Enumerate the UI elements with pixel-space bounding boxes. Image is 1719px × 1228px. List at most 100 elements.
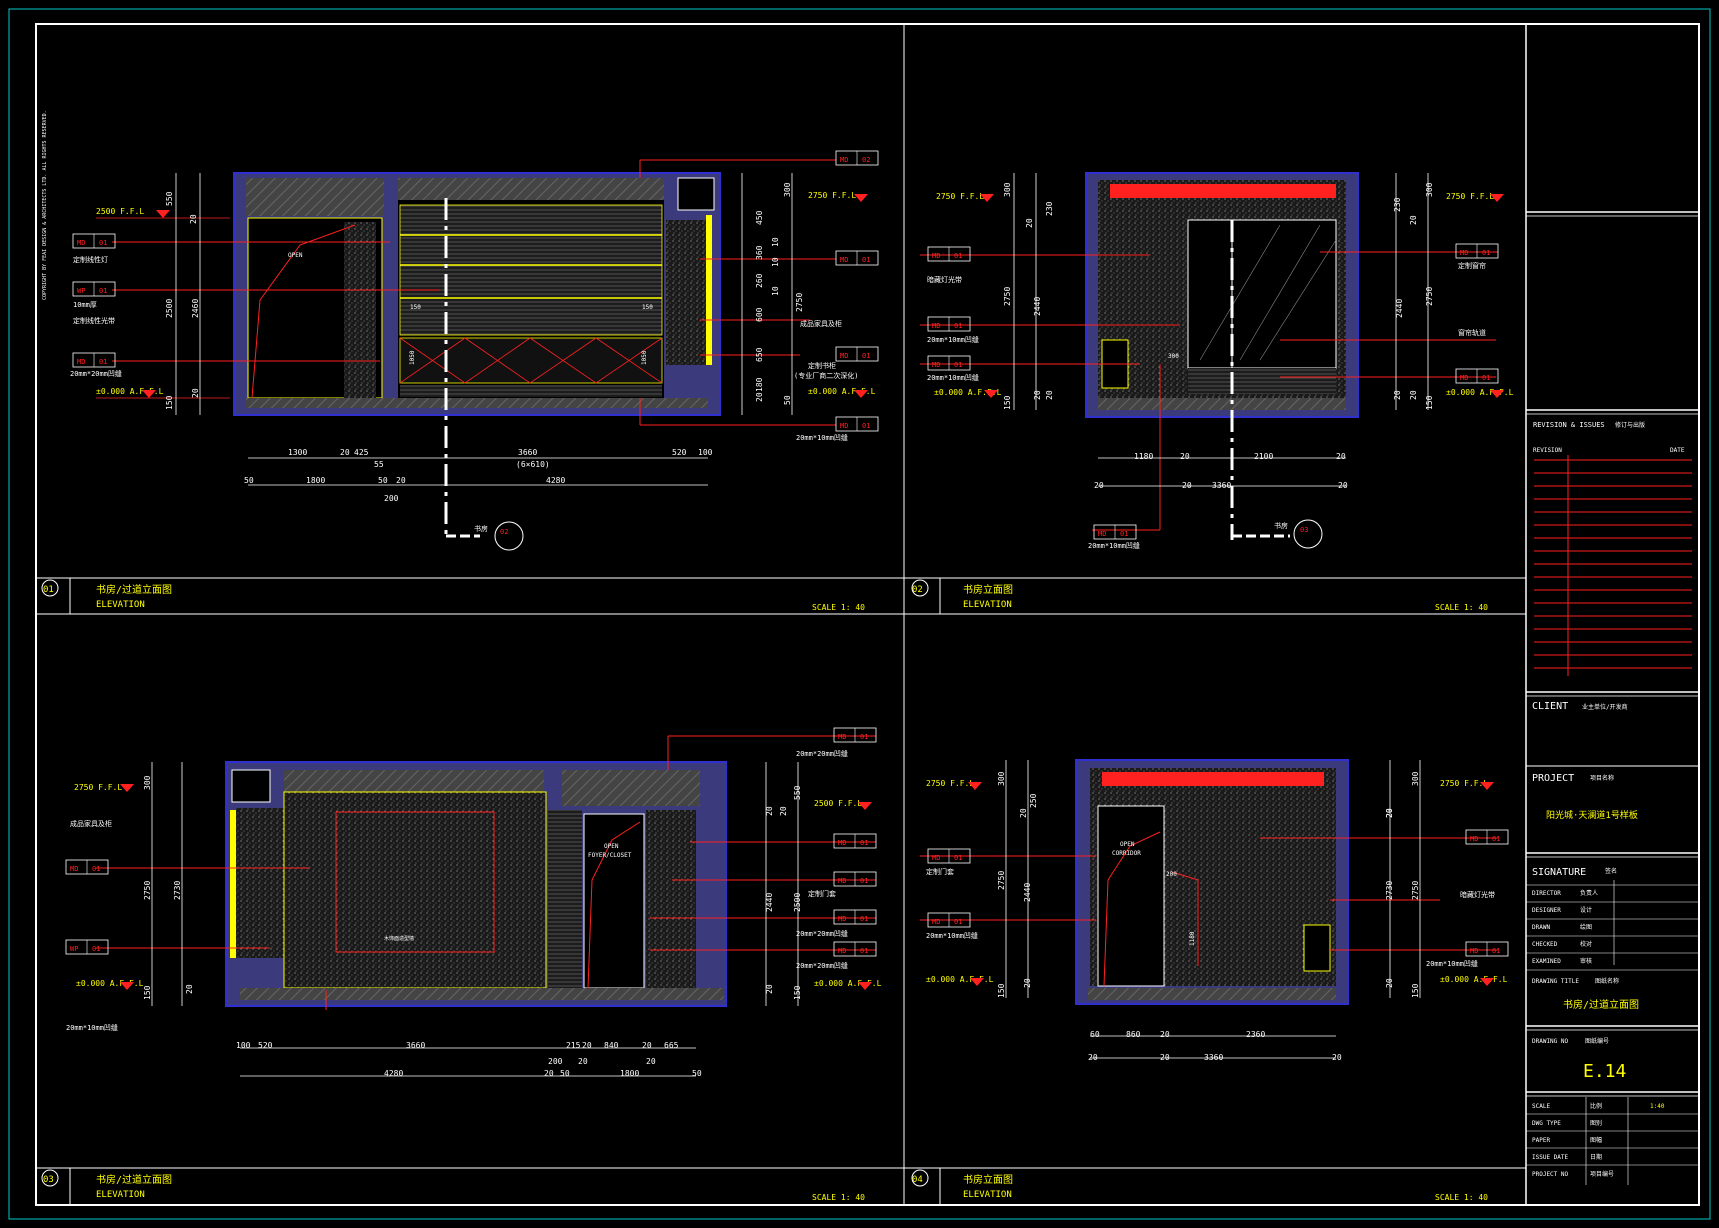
project-label: PROJECT <box>1532 773 1574 784</box>
signature-role-cn: 绘图 <box>1580 923 1592 931</box>
v03-foyer-label: FOYER/CLOSET <box>588 852 632 859</box>
v01-dim-bottom-2: 50 <box>244 476 254 485</box>
v01-note-8: 150 <box>410 304 421 311</box>
v02-dim-right: 230 <box>1393 197 1402 212</box>
signature-note: 签名 <box>1605 867 1617 875</box>
v02-dim-left: 20 <box>1045 390 1054 400</box>
v02-title-cn: 书房立面图 <box>963 583 1013 596</box>
v02-dim-bottom: 20 <box>1336 452 1346 461</box>
v04-level-top: 2750 F.F.L <box>926 779 974 788</box>
v01-dim-bottom: 425 <box>354 448 369 457</box>
material-tag-code: MD <box>932 918 940 926</box>
v02-dim-left: 20 <box>1025 218 1034 228</box>
material-tag-num: 01 <box>1492 835 1500 843</box>
material-tag-code: MD <box>77 358 85 366</box>
material-tag-num: 01 <box>860 915 868 923</box>
v03-panel-label: 木饰面造型墙 <box>384 935 414 942</box>
material-tag-code: MD <box>840 422 848 430</box>
date-col: DATE <box>1670 447 1685 454</box>
v03-dim-bottom-2: 4280 <box>384 1069 403 1078</box>
signature-role-cn: 校对 <box>1580 940 1592 948</box>
v03-dim-bottom: 3660 <box>406 1041 425 1050</box>
v03-dim-bottom: 100 <box>236 1041 251 1050</box>
v02-note-3: 定制窗帘 <box>1458 261 1486 270</box>
revision-table-lines <box>1534 455 1692 676</box>
v02-scale: SCALE 1: 40 <box>1435 603 1488 612</box>
v01-level-bottom-right: ±0.000 A.F.F.L <box>808 387 876 396</box>
v04-dim-left: 2750 <box>997 871 1006 890</box>
v02-dim-right: 300 <box>1425 182 1434 197</box>
v01-level-bottom: ±0.000 A.F.F.L <box>96 387 164 396</box>
v01-note-11: 1050 <box>641 350 648 365</box>
v03-dim-bottom: 20 <box>642 1041 652 1050</box>
material-tag-num: 01 <box>1492 947 1500 955</box>
outer-border <box>8 8 1711 1220</box>
v04-dim-left: 2440 <box>1023 883 1032 902</box>
drawing-title-note: 图纸名称 <box>1595 977 1619 985</box>
v04-dim-bottom-2: 20 <box>1160 1053 1170 1062</box>
v03-dim-bottom-2: 1800 <box>620 1069 639 1078</box>
v01-note-4: 成品家具及柜 <box>800 319 842 328</box>
v01-dim-left: 20 <box>191 388 200 398</box>
meta-cn: 项目编号 <box>1590 1170 1614 1178</box>
material-tag-num: 01 <box>954 252 962 260</box>
v02-dim-left: 20 <box>1033 390 1042 400</box>
v03-dim-bottom-2: 50 <box>560 1069 570 1078</box>
drawing-no-note: 图纸编号 <box>1585 1037 1609 1045</box>
drawing-title: 书房/过道立面图 <box>1563 998 1639 1011</box>
v03-dim-right: 20 <box>765 806 774 816</box>
v03-dim-bottom-2: 50 <box>692 1069 702 1078</box>
v03-dim-bottom-mid: 20 <box>646 1057 656 1066</box>
v03-dim-left: 2730 <box>173 881 182 900</box>
v02-dim-bottom-2: 3360 <box>1212 481 1231 490</box>
meta-label: PAPER <box>1532 1137 1550 1144</box>
v02-dim-right: 20 <box>1409 215 1418 225</box>
v03-title-cn: 书房/过道立面图 <box>96 1173 172 1186</box>
v02-level-top: 2750 F.F.L <box>936 192 984 201</box>
signature-role-cn: 审核 <box>1580 957 1592 965</box>
v03-dim-bottom: 665 <box>664 1041 679 1050</box>
v01-dim-bottom: 3660 <box>518 448 537 457</box>
v03-dim-bottom-mid: 20 <box>578 1057 588 1066</box>
v03-title-en: ELEVATION <box>96 1190 145 1200</box>
v04-dim-left: 300 <box>997 771 1006 786</box>
material-tag-num: 01 <box>862 256 870 264</box>
v03-dim-bottom: 840 <box>604 1041 619 1050</box>
v03-number: 03 <box>43 1175 54 1185</box>
material-tag-num: 01 <box>99 239 107 247</box>
material-tag-num: 01 <box>954 854 962 862</box>
v04-dim-bottom-2: 3360 <box>1204 1053 1223 1062</box>
v01-dim-right: 2750 <box>795 293 804 312</box>
v03-note-1: 成品家具及柜 <box>70 819 112 828</box>
v03-note-3: 定制门套 <box>808 889 836 898</box>
material-tag-num: 01 <box>954 361 962 369</box>
v02-dim-bottom-2: 20 <box>1094 481 1104 490</box>
v04-title-cn: 书房立面图 <box>963 1173 1013 1186</box>
v04-dim-right: 300 <box>1411 771 1420 786</box>
material-tag-code: MD <box>1460 249 1468 257</box>
v04-dim-left: 150 <box>997 983 1006 998</box>
v01-dim-right: 20 <box>755 392 764 402</box>
v04-note-0: 定制门套 <box>926 867 954 876</box>
v02-section-tag: 书房 <box>1274 521 1288 530</box>
v01-scale: SCALE 1: 40 <box>812 603 865 612</box>
v01-note-6: (专业厂商二次深化) <box>794 371 858 380</box>
v04-title-en: ELEVATION <box>963 1190 1012 1200</box>
v01-note-1: 10mm厚 <box>73 301 97 309</box>
client-note: 业主单位/开发商 <box>1582 703 1628 711</box>
v04-dim-bottom: 860 <box>1126 1030 1141 1039</box>
v02-dim-bottom: 20 <box>1180 452 1190 461</box>
v02-title-en: ELEVATION <box>963 600 1012 610</box>
v02-dim-left: 2440 <box>1033 297 1042 316</box>
v01-note-0: 定制线性灯 <box>73 255 108 264</box>
meta-cn: 比例 <box>1590 1102 1602 1110</box>
material-tag-code: MD <box>840 352 848 360</box>
v02-note-1: 20mm*10mm凹缝 <box>927 335 979 344</box>
material-tag-num: 01 <box>954 918 962 926</box>
v03-level-bottom-right: ±0.000 A.F.F.L <box>814 979 882 988</box>
v01-dim-left: 550 <box>165 191 174 206</box>
v01-dim-right: 10 <box>771 237 780 247</box>
